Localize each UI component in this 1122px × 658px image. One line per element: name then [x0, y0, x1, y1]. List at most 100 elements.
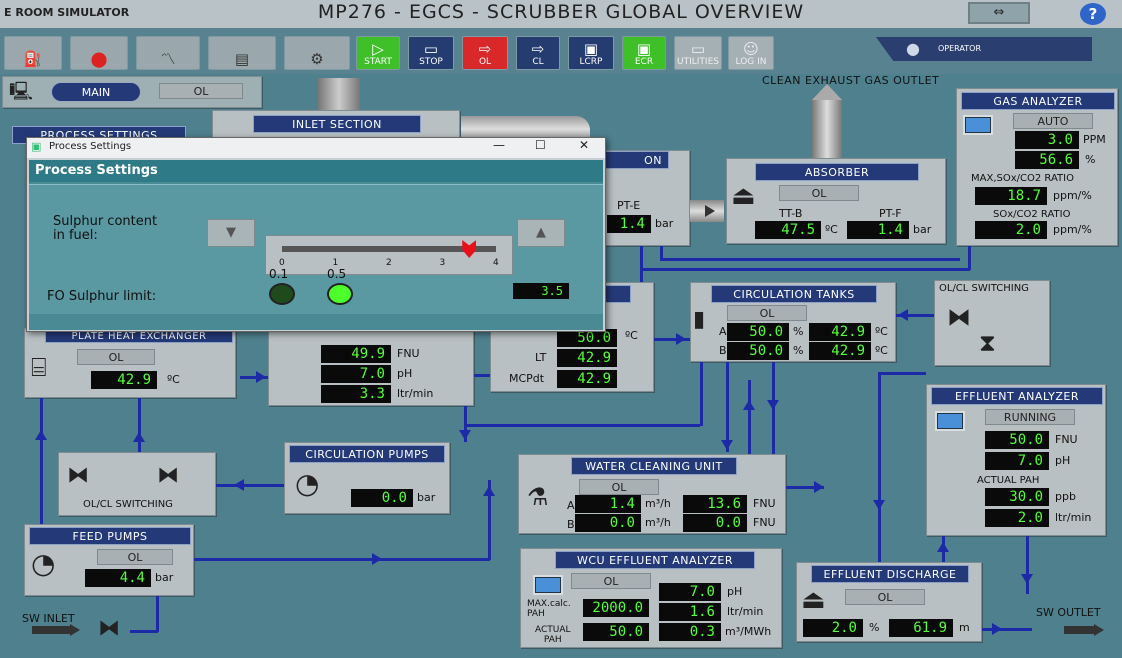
toolbar-tank-button[interactable]: ▤	[208, 36, 276, 70]
stop-button[interactable]: ▭STOP	[408, 36, 454, 70]
flow-arrow-icon	[743, 400, 755, 410]
flow-arrow-icon	[767, 400, 779, 410]
slider-tick-label: 3	[439, 258, 446, 268]
pipe	[40, 398, 43, 524]
valve-icon[interactable]: ⧓	[947, 303, 971, 331]
valve-icon[interactable]: ⧓	[67, 463, 89, 488]
close-icon[interactable]: ✕	[579, 138, 590, 152]
sw-outlet-pipe	[1064, 626, 1094, 634]
cl-icon: ⇨	[531, 40, 545, 58]
cl-button[interactable]: ⇨CL	[516, 36, 560, 70]
slider-thumb[interactable]	[462, 240, 477, 258]
gas-analyzer-toggle[interactable]	[963, 115, 993, 135]
pump-icon[interactable]: ◔	[295, 467, 320, 500]
inlet-pipe	[318, 78, 360, 114]
toolbar-alarm-button[interactable]: ⬤	[70, 36, 128, 70]
screen-title: MP276 - EGCS - SCRUBBER GLOBAL OVERVIEW	[317, 1, 805, 23]
tank-icon: ▮	[693, 307, 706, 332]
help-button[interactable]: ?	[1080, 3, 1106, 25]
pipe	[216, 484, 284, 487]
effluent-flow: 2.0	[985, 509, 1049, 527]
absorber-panel: ABSORBER ⏏ OL TT-B PT-F 47.5 ºC 1.4 bar	[726, 158, 946, 244]
effluent-fnu-unit: FNU	[1055, 433, 1078, 446]
tank-a-temp-unit: ºC	[875, 325, 888, 338]
minimize-icon[interactable]: —	[493, 138, 505, 152]
sulphur-increase-button[interactable]: ▲	[517, 219, 565, 247]
lcrp-button[interactable]: ▣LCRP	[568, 36, 614, 70]
slider-track	[282, 246, 496, 252]
flow-arrow-icon	[814, 481, 824, 493]
olcl-switching-left-title: OL/CL SWITCHING	[83, 499, 173, 510]
maximize-icon[interactable]: ☐	[535, 138, 546, 152]
wcu-effluent-analyzer-panel: WCU EFFLUENT ANALYZER OL 7.0 pH MAX.calc…	[520, 548, 782, 648]
gas-analyzer-panel: GAS ANALYZER AUTO 3.0 PPM 56.6 % MAX,SOx…	[956, 88, 1118, 246]
circulation-tanks-panel: CIRCULATION TANKS ▮ OL A 50.0 % 42.9 ºC …	[690, 282, 896, 362]
dialog-title-bar[interactable]: ▣ Process Settings — ☐ ✕	[27, 138, 605, 158]
utilities-icon: ▭	[690, 40, 706, 58]
limit-0-1-indicator[interactable]	[269, 283, 295, 305]
actual-pah-value: 50.0	[583, 623, 649, 641]
limit-0-5-indicator[interactable]	[327, 283, 353, 305]
effluent-pah: 30.0	[985, 488, 1049, 506]
water-cleaning-state: OL	[579, 479, 659, 495]
utilities-button[interactable]: ▭UTILITIES	[674, 36, 722, 70]
title-bar	[0, 0, 1122, 28]
discharge-pct-unit: %	[869, 621, 880, 634]
toolbar-engine-button[interactable]: ⛽	[4, 36, 62, 70]
sulphur-content-label: Sulphur content in fuel:	[53, 214, 158, 243]
flow-arrow-icon	[937, 542, 949, 552]
pipe	[464, 424, 700, 427]
flow-arrow-icon	[873, 500, 885, 510]
start-button[interactable]: ▷START	[356, 36, 400, 70]
slider-tick-label: 0	[279, 258, 285, 268]
inlet-section-title: INLET SECTION	[253, 115, 421, 133]
pipe	[878, 372, 881, 562]
valve-icon[interactable]: ⧓	[157, 463, 179, 488]
wcu-effluent-flow-unit: ltr/min	[727, 605, 764, 618]
login-button[interactable]: ☺LOG IN	[728, 36, 774, 70]
ol-button[interactable]: ⇨OL	[462, 36, 508, 70]
computer-icon: 🖳	[9, 81, 34, 102]
max-calc-pah-value: 2000.0	[583, 599, 649, 617]
resize-button[interactable]: ⇔	[968, 2, 1030, 24]
pipe	[640, 246, 643, 282]
circulation-tanks-state: OL	[727, 305, 807, 321]
duct-arrow-icon	[705, 205, 715, 217]
tank-a-temp: 42.9	[809, 323, 871, 341]
actual-pah-label: ACTUAL PAH	[535, 625, 571, 645]
wcu-a-flow: 1.4	[575, 495, 641, 513]
discharge-level-unit: m	[959, 621, 970, 634]
circulation-pumps-value: 0.0	[351, 489, 413, 507]
settings-icon: ⚙	[310, 50, 324, 68]
tank-a-level: 50.0	[727, 323, 789, 341]
wcu-b-label: B	[567, 518, 575, 531]
ecr-button[interactable]: ▣ECR	[622, 36, 666, 70]
tank-b-level-unit: %	[793, 344, 804, 357]
lt-label: LT	[535, 351, 547, 364]
valve-icon[interactable]: ⧓	[98, 616, 120, 641]
flow-arrow-icon	[234, 479, 244, 491]
sulphur-decrease-button[interactable]: ▼	[207, 219, 255, 247]
feed-pumps-unit: bar	[155, 571, 174, 584]
operator-box[interactable]: ● OPERATOR	[876, 37, 1092, 61]
pump-icon[interactable]: ◔	[31, 547, 56, 580]
valve-icon[interactable]: ⧗	[979, 329, 996, 357]
wcu-b-flow-unit: m³/h	[645, 516, 671, 529]
circulation-pumps-title: CIRCULATION PUMPS	[289, 445, 445, 463]
effluent-analyzer-toggle[interactable]	[935, 411, 965, 431]
dialog-body: Process Settings Sulphur content in fuel…	[29, 160, 603, 330]
wcu-effluent-ratio: 0.3	[659, 623, 721, 641]
mid-temp-value: 50.0	[557, 329, 617, 347]
pt-e-value: 1.4	[607, 215, 651, 233]
wcu-effluent-toggle[interactable]	[533, 575, 563, 595]
circulation-pumps-panel: CIRCULATION PUMPS ◔ 0.0 bar	[284, 442, 450, 514]
wash-fnu-unit: FNU	[397, 347, 420, 360]
toolbar-settings-button[interactable]: ⚙	[284, 36, 350, 70]
effluent-discharge-title: EFFLUENT DISCHARGE	[811, 565, 969, 583]
pipe	[488, 480, 491, 560]
toolbar-trend-button[interactable]: 〽	[136, 36, 200, 70]
engine-icon: ⛽	[23, 50, 43, 68]
main-button[interactable]: MAIN	[51, 82, 141, 102]
